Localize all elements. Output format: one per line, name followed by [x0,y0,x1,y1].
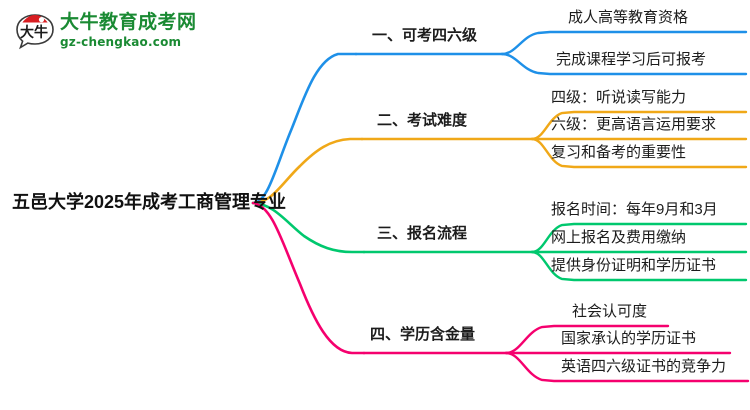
wire-branch-3-leaf-3 [530,250,748,282]
wire-root-to-branch-4 [251,201,366,355]
leaf-label-3-3[interactable]: 提供身份证明和学历证书 [551,257,717,274]
leaf-label-4-2[interactable]: 国家承认的学历证书 [561,330,697,347]
leaf-label-1-1[interactable]: 成人高等教育资格 [568,9,689,26]
logo-text-block: 大牛教育成考网 gz-chengkao.com [60,11,215,50]
wire-root-to-branch-3 [251,201,366,254]
root-node-title: 五邑大学2025年成考工商管理专业 [12,192,287,212]
wire-root-to-branch-1 [251,52,358,205]
wire-branch-4-leaf-3 [504,351,750,383]
leaf-label-3-2[interactable]: 网上报名及费用缴纳 [551,229,687,246]
leaf-label-4-3[interactable]: 英语四六级证书的竞争力 [561,358,727,375]
logo-cn-text: 大牛教育成考网 [60,12,197,33]
wire-root-to-branch-2 [251,137,364,205]
wire-branch-1-leaf-2 [500,52,748,76]
branch-label-1[interactable]: 一、可考四六级 [372,27,478,44]
branch-label-4[interactable]: 四、学历含金量 [370,326,476,343]
daniu-speech-bubble-logo-icon: 大牛 [16,14,54,50]
site-logo[interactable]: 大牛 大牛教育成考网 gz-chengkao.com [14,10,214,56]
leaf-label-2-3[interactable]: 复习和备考的重要性 [551,144,687,161]
branch-label-3[interactable]: 三、报名流程 [377,225,468,242]
wire-branch-1-leaf-1 [500,30,748,56]
branch-label-2[interactable]: 二、考试难度 [377,112,468,129]
svg-text:大牛: 大牛 [20,24,48,41]
leaf-label-1-2[interactable]: 完成课程学习后可报考 [556,51,707,68]
leaf-label-2-1[interactable]: 四级：听说读写能力 [551,89,687,106]
wire-branch-2-leaf-3 [530,137,748,169]
logo-en-text: gz-chengkao.com [60,35,182,49]
leaf-label-2-2[interactable]: 六级：更高语言运用要求 [551,116,717,133]
leaf-label-3-1[interactable]: 报名时间：每年9月和3月 [551,201,718,218]
leaf-label-4-1[interactable]: 社会认可度 [572,303,648,320]
